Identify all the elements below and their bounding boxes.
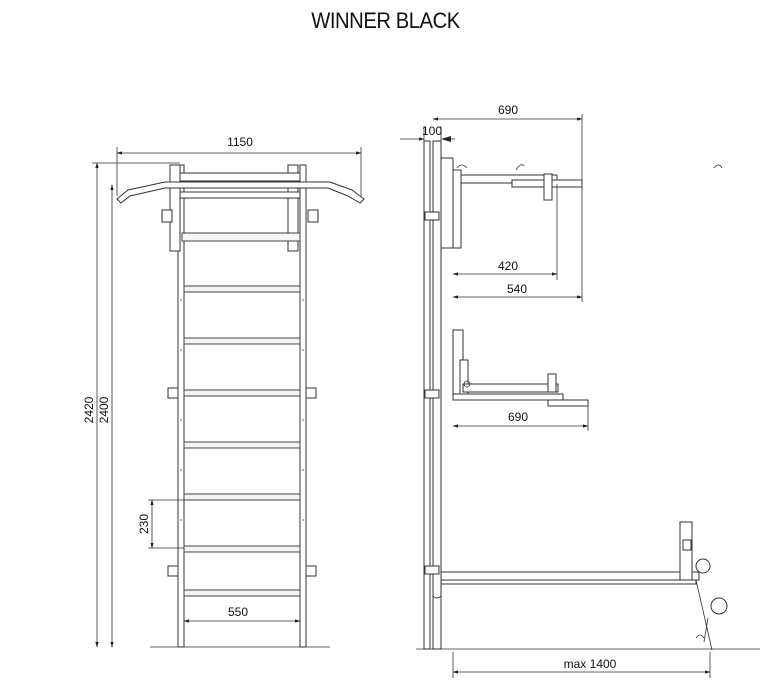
pullup-depth-label: 420 [498,259,518,273]
dip-attachment [452,329,589,407]
rung [183,493,301,501]
front-width-label: 1150 [227,135,253,149]
rung [183,337,301,345]
front-height-inner-label: 2400 [97,396,111,423]
front-view: 1150 2420 2400 230 550 [82,135,365,648]
page-title: WINNER BLACK [311,8,460,33]
side-depth-label: 690 [498,103,518,117]
rung-spacing-label: 230 [137,514,151,534]
pullup-reach-label: 540 [507,282,527,296]
side-view: 690 100 420 540 690 max 1400 [400,103,760,678]
bench-attachment [432,521,728,651]
pullup-bar [116,181,365,204]
pullup-attachment [440,157,723,249]
dip-depth-label: 690 [508,410,528,424]
rung [183,545,301,553]
rung [183,285,301,293]
rungs [183,285,301,597]
bench-length-label: max 1400 [564,657,617,671]
rung [183,441,301,449]
right-rail [299,164,307,648]
inner-width-label: 550 [228,605,248,619]
rung [183,389,301,397]
rung [183,589,301,597]
wall-offset-label: 100 [422,124,442,138]
front-height-outer-label: 2420 [82,396,96,423]
